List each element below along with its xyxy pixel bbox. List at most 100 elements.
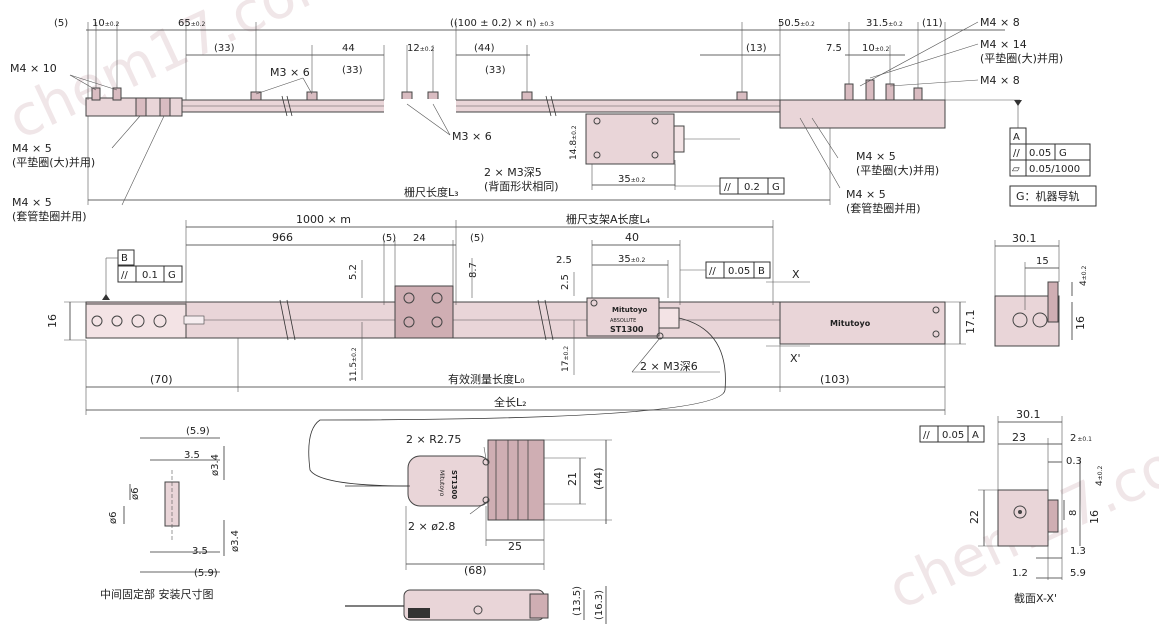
sec-dim-8: 8 xyxy=(1068,510,1079,516)
dim-11: (11) xyxy=(922,18,943,29)
svg-text:0.05/1000: 0.05/1000 xyxy=(1029,164,1080,175)
rh-dim-25: 25 xyxy=(508,540,522,553)
dim-33b: (33) xyxy=(342,65,363,76)
svg-text:ST1300: ST1300 xyxy=(450,470,458,499)
mount-phi-3-4a: ø3.4 xyxy=(210,454,221,476)
svg-text:▱: ▱ xyxy=(1012,164,1020,175)
end-dim-30-1: 30.1 xyxy=(1012,232,1037,245)
sec-dim-1-3: 1.3 xyxy=(1070,546,1086,557)
label-m4x8-a: M4 × 8 xyxy=(980,16,1020,29)
svg-text:0.05: 0.05 xyxy=(728,266,750,277)
svg-text://: // xyxy=(724,182,731,193)
svg-text:0.05: 0.05 xyxy=(942,430,964,441)
sec-dim-23: 23 xyxy=(1012,431,1026,444)
end-dim-16: 16 xyxy=(1074,316,1087,330)
support-length: 栅尺支架A长度L₄ xyxy=(566,212,651,226)
label-phi2-8: 2 × ø2.8 xyxy=(408,520,455,533)
label-m4x5-b: M4 × 5 xyxy=(12,196,52,209)
dim-44: 44 xyxy=(342,43,355,54)
front-view: Mitutoyo ABSOLUTE ST1300 Mitutoyo xyxy=(46,212,977,487)
dim-pitch: ((100 ± 0.2) × n)±0.3 xyxy=(450,18,554,29)
end-dim-15: 15 xyxy=(1036,256,1049,267)
top-view: (5) 10±0.2 65±0.2 (33) 44 (33) 12±0.2 (4… xyxy=(10,16,1063,223)
gdt-frame-section: // 0.05 A xyxy=(919,425,985,443)
svg-text:B: B xyxy=(758,266,765,277)
dim-35-mid: 35±0.2 xyxy=(618,254,645,265)
rh-dim-16-3: (16.3) xyxy=(594,590,605,620)
mount-phi-6b: ø6 xyxy=(108,512,119,524)
svg-text:Mitutoyo: Mitutoyo xyxy=(830,319,871,328)
rh-dim-68: (68) xyxy=(464,564,487,577)
mount-dim-3-5a: 3.5 xyxy=(184,450,200,461)
svg-text:0.2: 0.2 xyxy=(744,182,760,193)
svg-text://: // xyxy=(709,266,716,277)
dim-11-5: 11.5±0.2 xyxy=(349,347,359,382)
label-m4x8-b: M4 × 8 xyxy=(980,74,1020,87)
rail-screws xyxy=(250,91,748,101)
dim-966: 966 xyxy=(272,231,293,244)
dim-50-5: 50.5±0.2 xyxy=(778,18,815,29)
svg-text:G: G xyxy=(772,182,780,193)
dim-17: 17±0.2 xyxy=(561,346,571,372)
label-m4x5-c: M4 × 5 xyxy=(856,150,896,163)
left-end-block xyxy=(85,303,187,339)
rh-dim-13-5: (13.5) xyxy=(572,586,583,616)
label-m4x5-d: M4 × 5 xyxy=(846,188,886,201)
dim-16: 16 xyxy=(46,314,59,328)
brand-label: Mitutoyo xyxy=(612,306,647,314)
label-m3-deep5-note: (背面形状相同) xyxy=(484,179,559,193)
sec-dim-30-1: 30.1 xyxy=(1016,408,1041,421)
section-x: X xyxy=(792,268,800,281)
dim-10: 10±0.2 xyxy=(92,18,119,29)
dim-5a: (5) xyxy=(382,233,396,244)
svg-text:0.05: 0.05 xyxy=(1029,148,1051,159)
cable xyxy=(308,317,726,487)
label-m4x5-a-note: (平垫圈(大)并用) xyxy=(12,155,95,169)
mount-dim-3-5b: 3.5 xyxy=(192,546,208,557)
label-m4x5-d-note: (套管垫圈并用) xyxy=(846,201,921,215)
dim-33c: (33) xyxy=(485,65,506,76)
mount-phi-3-4b: ø3.4 xyxy=(230,530,241,552)
total-length: 全长L₂ xyxy=(494,395,527,409)
gdt-frame-mid: // 0.05 B xyxy=(680,261,771,279)
dim-5: (5) xyxy=(54,18,68,29)
right-end-piece xyxy=(779,301,946,345)
dim-10b: 10±0.2 xyxy=(862,43,889,54)
label-m3x6-b: M3 × 6 xyxy=(452,130,492,143)
label-m4x10: M4 × 10 xyxy=(10,62,57,75)
rh-dim-44: (44) xyxy=(592,467,605,490)
svg-text:ABSOLUTE: ABSOLUTE xyxy=(610,318,636,324)
left-mount-block xyxy=(85,97,183,117)
model-label: ST1300 xyxy=(610,325,644,334)
dim-5-2: 5.2 xyxy=(348,264,359,280)
sec-dim-1-2: 1.2 xyxy=(1012,568,1028,579)
machine-guide-note: G：机器导轨 xyxy=(1016,189,1080,203)
dim-24: 24 xyxy=(413,233,426,244)
dim-2-5a: 2.5 xyxy=(556,255,572,266)
svg-text://: // xyxy=(121,270,128,281)
sec-dim-22: 22 xyxy=(968,510,981,524)
label-m3x6-a: M3 × 6 xyxy=(270,66,310,79)
dim-12: 12±0.2 xyxy=(407,43,434,54)
svg-text:G: G xyxy=(168,270,176,281)
sec-dim-0-3: 0.3 xyxy=(1066,456,1082,467)
middle-mount-detail: (5.9) 3.5 ø3.4 ø6 ø6 3.5 ø3.4 (5.9) 中间固定… xyxy=(100,426,241,601)
dim-2-5b: 2.5 xyxy=(560,274,571,290)
label-m4x14-note: (平垫圈(大)并用) xyxy=(980,51,1063,65)
sec-dim-2: 2±0.1 xyxy=(1070,433,1092,444)
end-view: 30.1 15 4±0.2 16 xyxy=(994,232,1089,347)
dim-33a: (33) xyxy=(214,43,235,54)
read-head-front xyxy=(586,297,660,337)
dim-13: (13) xyxy=(746,43,767,54)
label-m4x14: M4 × 14 xyxy=(980,38,1027,51)
label-m4x5-c-note: (平垫圈(大)并用) xyxy=(856,163,939,177)
effective-length: 有效测量长度L₀ xyxy=(448,372,525,386)
sec-dim-4: 4±0.2 xyxy=(1095,466,1105,486)
svg-text:B: B xyxy=(121,253,128,264)
dim-1000m: 1000 × m xyxy=(296,213,351,226)
middle-fix-block xyxy=(394,285,454,339)
svg-text:G: G xyxy=(1059,148,1067,159)
label-m4x5-b-note: (套管垫圈并用) xyxy=(12,209,87,223)
section-body xyxy=(997,489,1049,547)
